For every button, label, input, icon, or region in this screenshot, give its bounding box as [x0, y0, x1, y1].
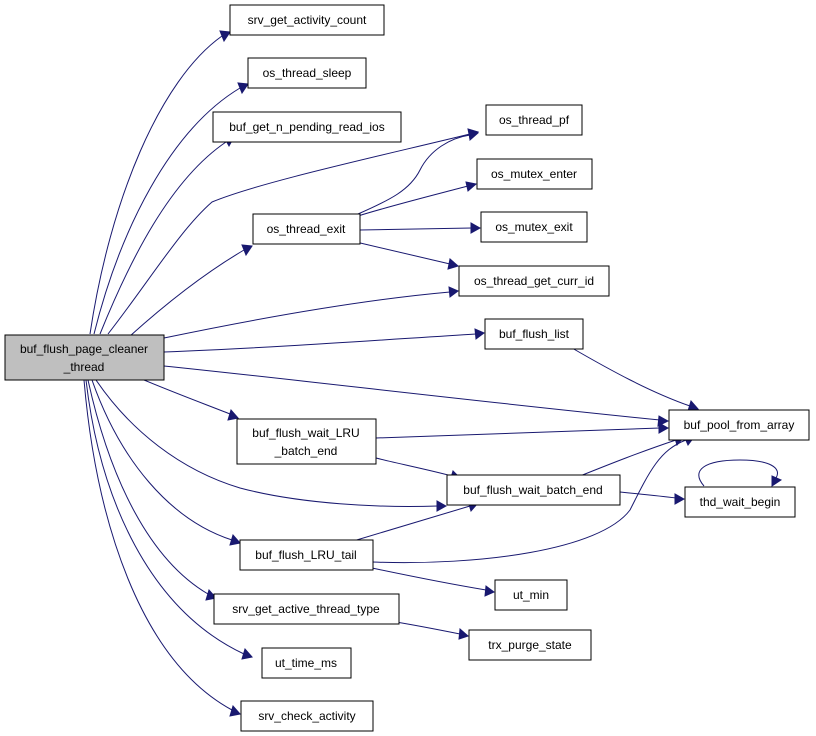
edge-root-buf_flush_wait_LRU_batch_end-arrow: [227, 408, 239, 421]
edge-root-os_thread_sleep: [93, 87, 241, 335]
node-ut_min[interactable]: ut_min: [494, 579, 568, 611]
node-buf_flush_LRU_tail[interactable]: buf_flush_LRU_tail: [239, 539, 374, 571]
node-buf_pool_from_array-label: buf_pool_from_array: [684, 418, 795, 432]
edge-srv_get_active_thread_type-trx_purge_state-arrow: [458, 627, 469, 640]
node-os_thread_exit[interactable]: os_thread_exit: [252, 213, 361, 245]
edge-root-os_thread_exit-arrow: [241, 244, 253, 257]
node-buf_flush_wait_batch_end[interactable]: buf_flush_wait_batch_end: [446, 474, 621, 506]
node-os_thread_sleep[interactable]: os_thread_sleep: [247, 57, 367, 89]
edge-root-buf_pool_from_array: [163, 365, 661, 421]
edge-os_thread_exit-os_thread_get_curr_id-arrow: [447, 258, 460, 270]
edge-root-srv_get_activity_count: [89, 35, 223, 335]
edge-root-buf_get_n_pending_read_ios: [99, 141, 227, 335]
edge-buf_flush_wait_batch_end-buf_pool_from_array: [579, 439, 677, 477]
node-os_thread_exit-label: os_thread_exit: [267, 222, 346, 236]
node-os_mutex_exit[interactable]: os_mutex_exit: [480, 211, 588, 243]
edge-buf_flush_list-buf_pool_from_array: [571, 347, 691, 407]
edge-os_thread_exit-os_thread_pf: [357, 134, 471, 215]
edge-root-buf_flush_list-arrow: [474, 328, 485, 340]
node-ut_min-label: ut_min: [513, 588, 549, 602]
node-os_mutex_exit-label: os_mutex_exit: [495, 220, 573, 234]
edge-thd_wait_begin-thd_wait_begin-arrow: [771, 475, 783, 487]
node-buf_flush_wait_LRU_batch_end-line1: buf_flush_wait_LRU: [252, 426, 359, 440]
edge-root-os_thread_sleep-arrow: [237, 82, 249, 95]
edge-root-os_thread_get_curr_id-arrow: [448, 286, 459, 298]
node-thd_wait_begin-label: thd_wait_begin: [700, 495, 781, 509]
edge-os_thread_exit-os_mutex_exit-arrow: [470, 222, 482, 234]
node-srv_get_activity_count-label: srv_get_activity_count: [248, 13, 367, 27]
edge-buf_flush_wait_batch_end-thd_wait_begin-arrow: [674, 493, 686, 505]
node-ut_time_ms[interactable]: ut_time_ms: [261, 647, 352, 679]
node-os_mutex_enter-label: os_mutex_enter: [491, 167, 577, 181]
node-buf_flush_list[interactable]: buf_flush_list: [484, 318, 584, 350]
node-ut_time_ms-label: ut_time_ms: [275, 656, 337, 670]
edge-buf_flush_wait_batch_end-thd_wait_begin: [619, 491, 677, 499]
edge-root-buf_flush_wait_batch_end: [95, 379, 439, 507]
node-os_mutex_enter[interactable]: os_mutex_enter: [476, 158, 593, 190]
edge-os_thread_exit-os_thread_get_curr_id: [355, 241, 451, 265]
node-root-line1: buf_flush_page_cleaner: [20, 342, 148, 356]
edge-buf_flush_LRU_tail-ut_min-arrow: [484, 585, 495, 597]
node-thd_wait_begin[interactable]: thd_wait_begin: [684, 486, 796, 518]
edge-os_thread_exit-os_mutex_exit: [359, 227, 473, 231]
edge-buf_flush_LRU_tail-buf_flush_wait_batch_end: [349, 505, 471, 543]
edge-os_thread_exit-os_thread_pf-arrow: [468, 129, 479, 142]
edge-os_thread_exit-os_mutex_enter: [357, 185, 469, 217]
node-buf_flush_list-label: buf_flush_list: [499, 327, 570, 341]
edge-root-buf_flush_wait_batch_end-arrow: [436, 500, 448, 512]
edge-root-srv_get_active_thread_type: [87, 379, 209, 595]
edge-root-buf_flush_LRU_tail: [91, 379, 233, 541]
edge-buf_flush_wait_LRU_batch_end-buf_flush_wait_batch_end: [375, 457, 453, 477]
node-trx_purge_state[interactable]: trx_purge_state: [468, 629, 592, 661]
edge-buf_flush_wait_LRU_batch_end-buf_pool_from_array-arrow: [658, 422, 670, 434]
edge-root-buf_flush_LRU_tail-arrow: [229, 533, 241, 546]
node-os_thread_get_curr_id[interactable]: os_thread_get_curr_id: [458, 265, 610, 297]
edge-root-buf_flush_list: [163, 333, 477, 353]
edge-root-srv_check_activity: [83, 379, 233, 711]
edge-root-srv_check_activity-arrow: [229, 704, 241, 717]
node-buf_get_n_pending_read_ios-label: buf_get_n_pending_read_ios: [229, 120, 384, 134]
node-buf_flush_wait_LRU_batch_end-line2: _batch_end: [274, 444, 338, 458]
node-srv_get_activity_count[interactable]: srv_get_activity_count: [229, 4, 385, 36]
node-root[interactable]: buf_flush_page_cleaner _thread: [4, 334, 165, 381]
node-os_thread_get_curr_id-label: os_thread_get_curr_id: [474, 274, 594, 288]
edge-root-ut_time_ms: [85, 379, 245, 655]
edge-root-os_thread_get_curr_id: [163, 291, 451, 339]
edge-thd_wait_begin-thd_wait_begin: [698, 459, 778, 487]
node-buf_pool_from_array[interactable]: buf_pool_from_array: [668, 409, 810, 441]
node-buf_flush_wait_batch_end-label: buf_flush_wait_batch_end: [463, 483, 602, 497]
node-srv_get_active_thread_type[interactable]: srv_get_active_thread_type: [213, 593, 400, 625]
edge-buf_flush_wait_LRU_batch_end-buf_pool_from_array: [375, 427, 661, 439]
node-srv_check_activity-label: srv_check_activity: [258, 709, 355, 723]
node-os_thread_pf-label: os_thread_pf: [499, 113, 570, 127]
edges: [83, 30, 783, 717]
edge-buf_flush_LRU_tail-buf_pool_from_array: [371, 439, 687, 564]
edge-root-os_thread_exit: [129, 249, 245, 337]
edge-srv_get_active_thread_type-trx_purge_state: [395, 621, 461, 635]
edge-root-buf_flush_wait_LRU_batch_end: [143, 379, 231, 415]
node-srv_check_activity[interactable]: srv_check_activity: [240, 700, 374, 732]
edge-root-srv_get_activity_count-arrow: [219, 30, 231, 43]
edge-os_thread_exit-os_mutex_enter-arrow: [465, 181, 478, 192]
node-buf_flush_LRU_tail-label: buf_flush_LRU_tail: [255, 548, 356, 562]
node-os_thread_sleep-label: os_thread_sleep: [263, 66, 352, 80]
edge-root-ut_time_ms-arrow: [241, 647, 253, 660]
node-trx_purge_state-label: trx_purge_state: [488, 638, 572, 652]
node-srv_get_active_thread_type-label: srv_get_active_thread_type: [232, 602, 380, 616]
edge-buf_flush_LRU_tail-ut_min: [371, 567, 487, 591]
nodes: buf_flush_page_cleaner _thread srv_get_a…: [4, 4, 810, 732]
node-buf_flush_wait_LRU_batch_end[interactable]: buf_flush_wait_LRU _batch_end: [236, 418, 377, 465]
node-os_thread_pf[interactable]: os_thread_pf: [485, 104, 583, 136]
node-buf_get_n_pending_read_ios[interactable]: buf_get_n_pending_read_ios: [212, 111, 402, 143]
node-root-line2: _thread: [63, 360, 105, 374]
edge-root-os_thread_pf: [107, 133, 471, 335]
